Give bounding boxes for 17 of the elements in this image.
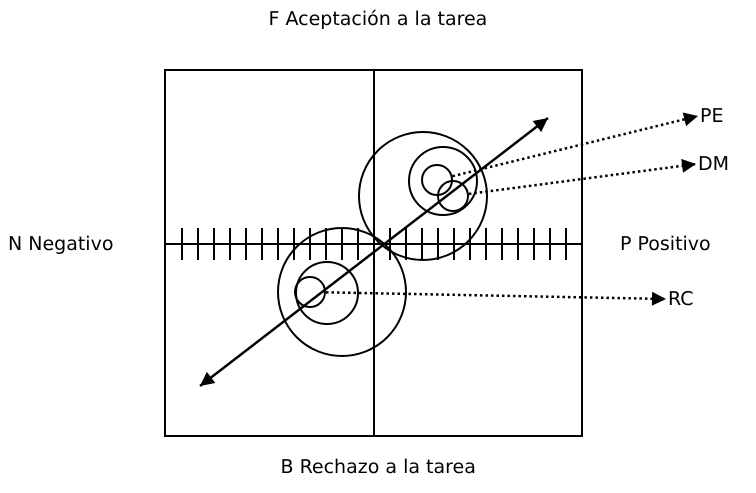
ring-circle — [295, 261, 359, 325]
axis-label: F Aceptación a la tarea — [268, 8, 488, 30]
leader-line — [468, 158, 696, 196]
leader-line — [452, 112, 698, 178]
ring-circle — [277, 227, 407, 357]
ring-circle — [358, 131, 488, 261]
leader-label: RC — [668, 288, 694, 310]
leader-label: DM — [698, 153, 730, 175]
axis-label: N Negativo — [8, 233, 114, 255]
ring-circle — [294, 276, 326, 308]
leader-label: PE — [700, 105, 724, 127]
axis-label: P Positivo — [620, 233, 711, 255]
ring-circle — [437, 180, 469, 212]
ring-circle — [408, 146, 478, 216]
leader-line — [326, 291, 666, 306]
ring-circle — [421, 164, 453, 196]
axis-label: B Rechazo a la tarea — [280, 456, 476, 478]
